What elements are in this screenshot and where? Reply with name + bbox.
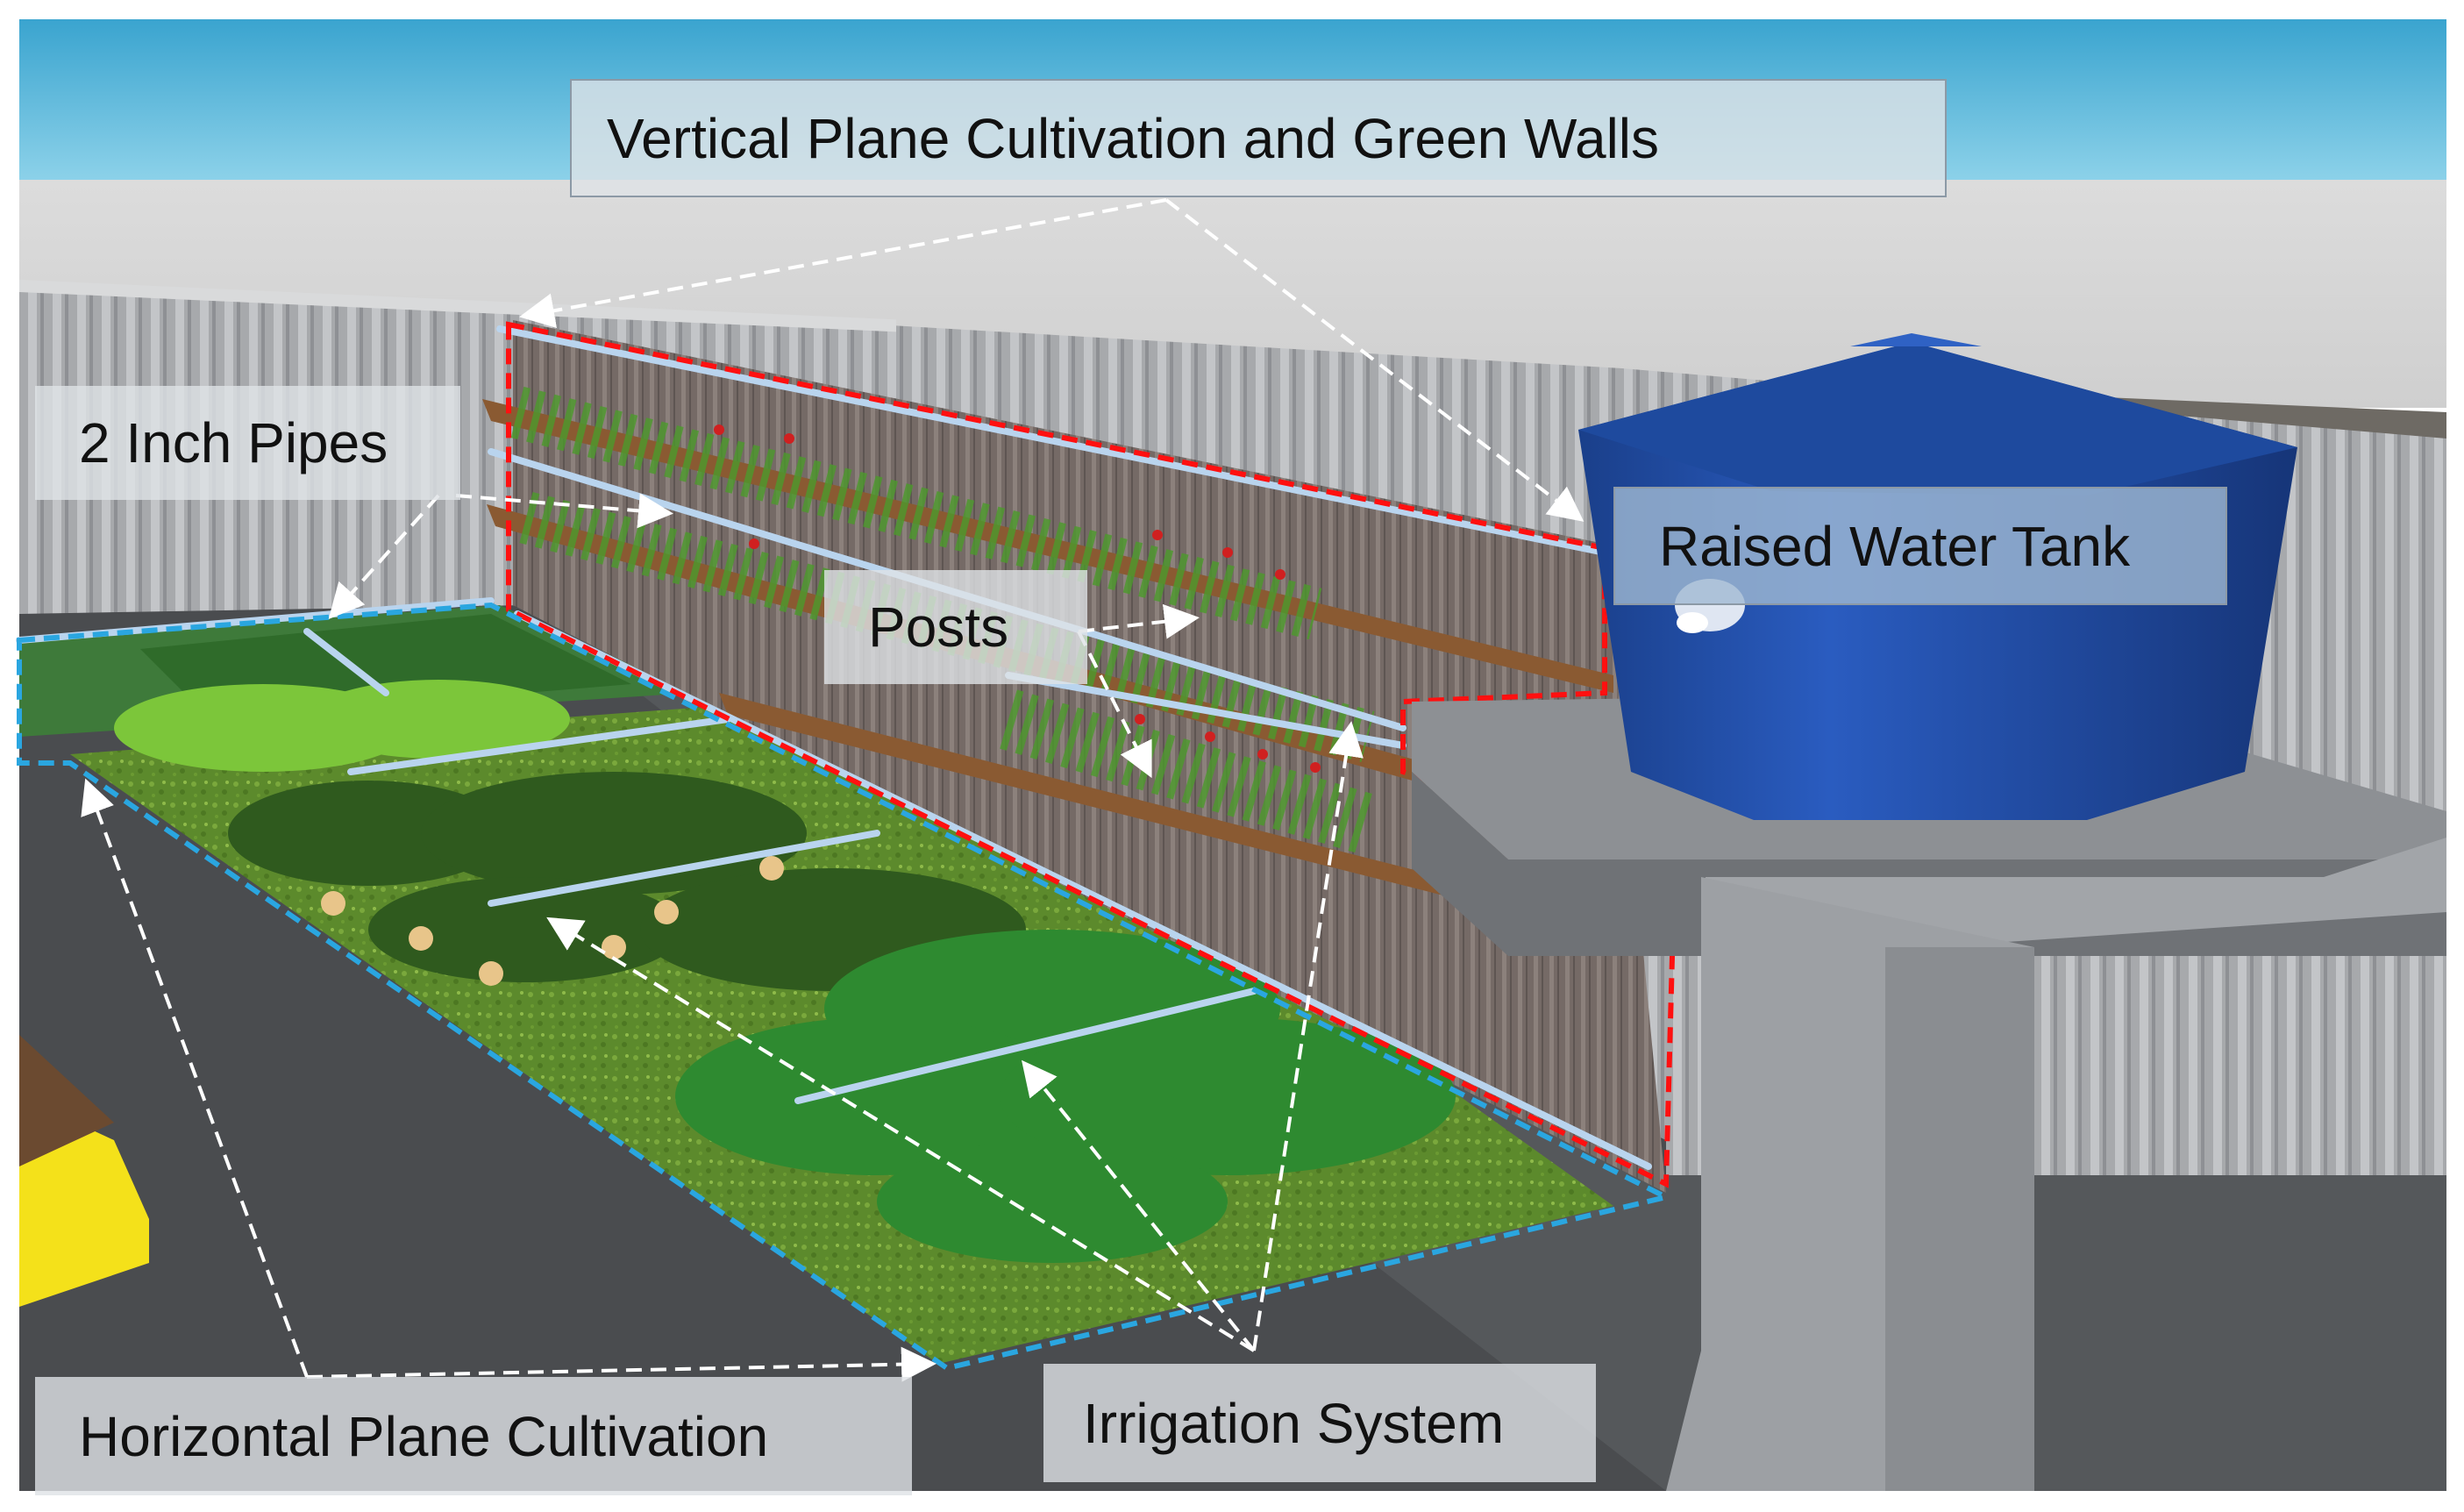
horizontal-plane-outline [17,602,1674,1372]
fence-top-rail [19,279,896,332]
annotation-arrows [81,198,1585,1382]
planter-lower [719,693,1649,947]
green-wall [513,320,1666,1193]
wall-plants [510,386,1377,854]
label-raised-water-tank: Raised Water Tank [1613,487,2227,605]
label-posts: Posts [824,570,1087,684]
label-horizontal-plane-cultivation: Horizontal Plane Cultivation [35,1377,912,1495]
brown-block [19,1035,114,1166]
label-irrigation-system: Irrigation System [1043,1364,1596,1482]
tank-pillar-side [1885,947,2034,1491]
label-2-inch-pipes: 2 Inch Pipes [35,386,460,500]
label-vertical-plane-cultivation: Vertical Plane Cultivation and Green Wal… [570,79,1947,197]
